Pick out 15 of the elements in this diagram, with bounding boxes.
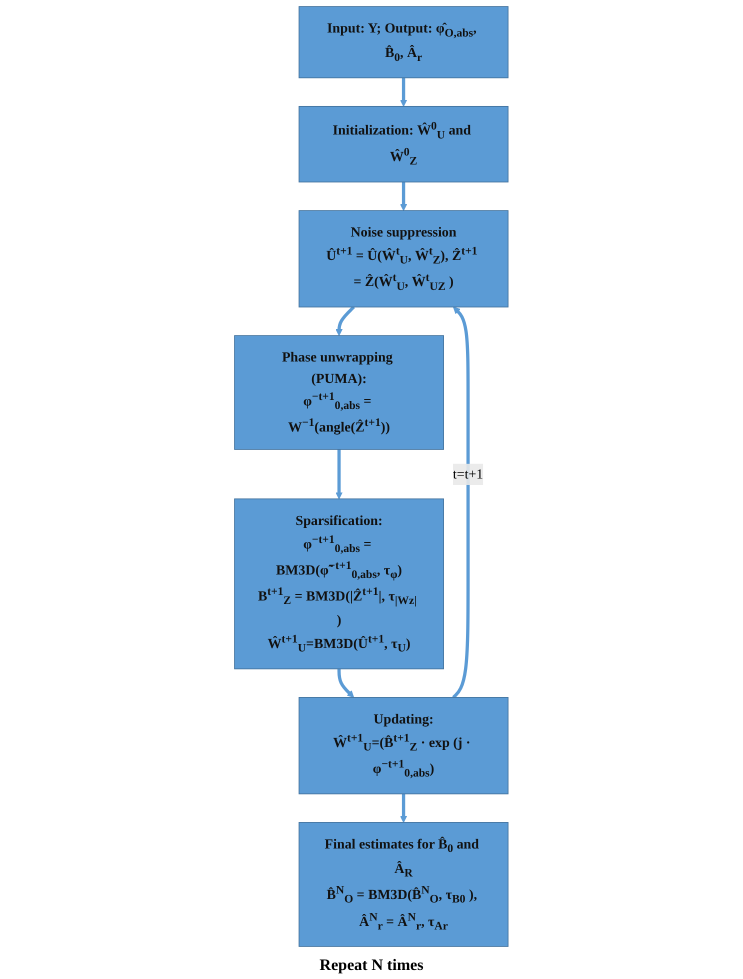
arrow (336, 449, 343, 500)
arrow (338, 668, 354, 698)
arrow (452, 306, 470, 699)
arrow (336, 306, 356, 336)
note-text: Repeat N times (320, 957, 424, 975)
node-box: Noise suppression Û$^{t+1}$ = Û(Ŵ$^{t}$$_{U}$, Ŵ$^{t}$$_{Z}$), Ẑ$^{t+1}$ = Ẑ(Ŵ$^{t}$$_{U}$, Ŵ$^{t}$$_{UZ}$ ) (298, 210, 509, 308)
arrow (400, 78, 408, 107)
arrow (400, 182, 408, 211)
arrow (400, 794, 408, 823)
node-box: Sparsification: φ$^{−t+1}$$_{0,abs}$ = BM3D(φ̃$^{−t+1}$$_{0,abs}$, τ$_{φ}$) B$^{t+1}$$_{Z}$ = BM3D(|Ẑ$^{t+1}$|, τ$_{|Wz|}$ ) Ŵ$^{t+1}$$_{U}$=BM3D(Û$^{t+1}$, τ$_{U}$) (234, 498, 444, 670)
node-box: Updating: Ŵ$^{t+1}$$_{U}$=(B̂$^{t+1}$$_{Z}$ · exp (j · φ$^{−t+1}$$_{0,abs}$) (298, 697, 509, 794)
node-box: Input: Y; Output: φ̂$_{O,abs}$, B̂$_{0}$, Â$_{r}$ (298, 6, 509, 78)
edge-label: t=t+1 (453, 466, 484, 482)
node-box: Phase unwrapping (PUMA): φ$^{−t+1}$$_{0,abs}$ = W$^{−1}$(angle(Ẑ$^{t+1}$)) (234, 335, 444, 450)
node-box: Final estimates for B̂$_{0}$ and Â$_{R}$ B̂$^{N}$$_{O}$ = BM3D(B̂$^{N}$$_{O}$, τ$_{B0}$ ), Â$^{N}$$_{r}$ = Â$^{N}$$_{r}$, τ$_{Ar}$ (298, 822, 509, 947)
